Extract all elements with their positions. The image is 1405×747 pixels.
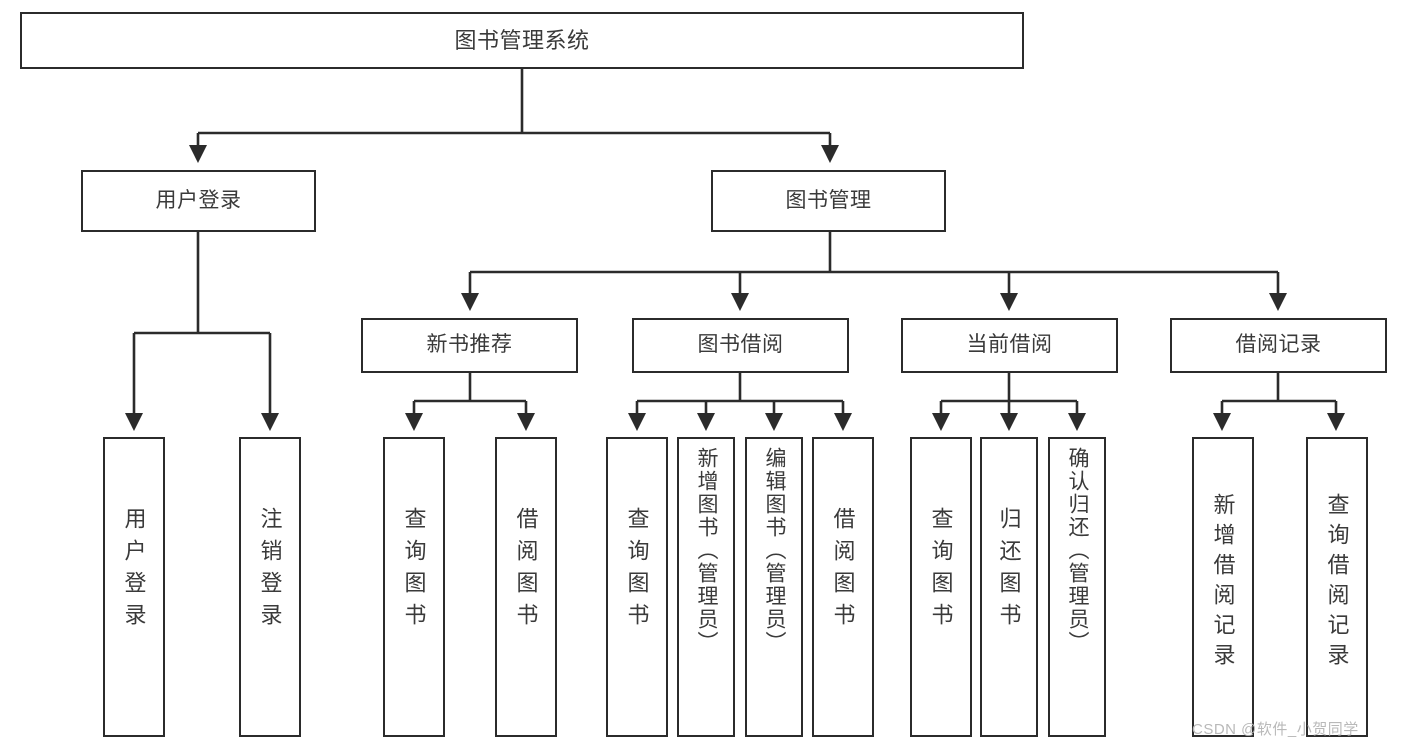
leaf-query-book-current[interactable]: 查询图书 [910,437,972,737]
node-label: 图书管理 [785,188,872,212]
csdn-watermark: CSDN @软件_小贺同学 [1192,721,1359,738]
node-borrow-record[interactable]: 借阅记录 [1170,318,1387,373]
node-label: 查询图书 [401,507,427,635]
node-label: 查询借阅记录 [1324,493,1350,673]
node-label: 归还图书 [996,507,1022,635]
node-label: 确认归还（管理员） [1066,447,1090,654]
node-label: 借阅记录 [1235,333,1322,357]
leaf-query-borrow-record[interactable]: 查询借阅记录 [1306,437,1368,737]
node-book-borrow[interactable]: 图书借阅 [632,318,849,373]
node-user-login[interactable]: 用户登录 [81,170,316,232]
leaf-borrow-book-recommend[interactable]: 借阅图书 [495,437,557,737]
node-new-book-recommend[interactable]: 新书推荐 [361,318,578,373]
leaf-query-book-recommend[interactable]: 查询图书 [383,437,445,737]
node-label: 用户登录 [121,507,147,635]
leaf-add-book-admin[interactable]: 新增图书（管理员） [677,437,735,737]
node-label: 查询图书 [928,507,954,635]
leaf-return-book[interactable]: 归还图书 [980,437,1038,737]
node-label: 借阅图书 [513,507,539,635]
node-label: 当前借阅 [966,333,1053,357]
node-label: 用户登录 [155,188,242,212]
node-root-book-management-system[interactable]: 图书管理系统 [20,12,1024,69]
node-label: 图书管理系统 [454,27,590,53]
node-label: 新增图书（管理员） [695,447,719,654]
leaf-confirm-return-admin[interactable]: 确认归还（管理员） [1048,437,1106,737]
leaf-borrow-book-borrow[interactable]: 借阅图书 [812,437,874,737]
node-label: 注销登录 [257,507,283,635]
node-book-management[interactable]: 图书管理 [711,170,946,232]
node-label: 新书推荐 [426,333,513,357]
leaf-user-login[interactable]: 用户登录 [103,437,165,737]
node-label: 编辑图书（管理员） [763,447,787,654]
leaf-edit-book-admin[interactable]: 编辑图书（管理员） [745,437,803,737]
node-current-borrow[interactable]: 当前借阅 [901,318,1118,373]
node-label: 查询图书 [624,507,650,635]
node-label: 借阅图书 [830,507,856,635]
leaf-logout-login[interactable]: 注销登录 [239,437,301,737]
node-label: 图书借阅 [697,333,784,357]
leaf-query-book-borrow[interactable]: 查询图书 [606,437,668,737]
leaf-add-borrow-record[interactable]: 新增借阅记录 [1192,437,1254,737]
node-label: 新增借阅记录 [1210,493,1236,673]
